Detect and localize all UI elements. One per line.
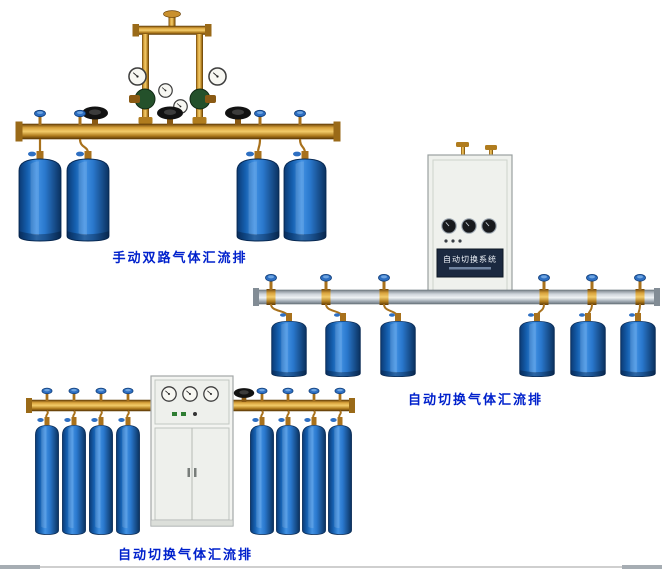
- pressure-regulator-right: [189, 67, 227, 110]
- gas-cylinder: [34, 424, 60, 536]
- port-shutoff-valve: [378, 273, 390, 290]
- port-shutoff-valve: [282, 387, 294, 401]
- port-shutoff-valve: [122, 387, 134, 401]
- manifold-fittings: [266, 289, 645, 305]
- gas-cylinder: [519, 320, 555, 378]
- manifold-pipe: [253, 288, 660, 306]
- gas-cylinder: [327, 424, 353, 536]
- port-shutoff-valve: [41, 387, 53, 401]
- cabinet-gauge: [182, 386, 198, 402]
- port-shutoff-valve: [68, 387, 80, 401]
- port-shutoff-valve: [254, 109, 266, 125]
- port-shutoff-valve: [634, 273, 646, 290]
- cabinet-gauge: [203, 386, 219, 402]
- pressure-gauge: [158, 83, 173, 98]
- port-shutoff-valve: [308, 387, 320, 401]
- port-shutoff-valve: [74, 109, 86, 125]
- product-figure-manual-dual-manifold: [12, 6, 344, 246]
- port-shutoff-valve: [265, 273, 277, 290]
- cabinet-display-panel: 自动切换系统: [436, 248, 504, 278]
- cabinet-top-valves: [456, 142, 497, 156]
- pigtail-hoses: [270, 303, 641, 320]
- gas-cylinder: [115, 424, 141, 536]
- gas-cylinder: [88, 424, 114, 536]
- auto-switch-cabinet-manifold-illustration: [26, 375, 355, 536]
- footer-divider-left-accent: [0, 565, 40, 569]
- cabinet-gauge: [161, 386, 177, 402]
- pressure-regulator-left: [128, 67, 156, 110]
- manifold-pipe: [15, 121, 341, 142]
- door-handle: [187, 468, 190, 477]
- product-caption-3: 自动切换气体汇流排: [117, 548, 253, 563]
- cylinder-valves: [37, 417, 343, 425]
- gas-cylinder: [18, 158, 62, 242]
- gas-cylinder: [66, 158, 110, 242]
- handwheel-valve: [225, 106, 251, 125]
- product-caption-1: 手动双路气体汇流排: [112, 251, 248, 266]
- cylinder-valves: [280, 313, 641, 321]
- gas-cylinder: [275, 424, 301, 536]
- product-figure-auto-switch-manifold: 自动切换系统: [253, 142, 662, 382]
- gas-cylinder: [271, 320, 307, 378]
- port-shutoff-valve: [294, 109, 306, 125]
- port-shutoff-valve: [538, 273, 550, 290]
- footer-divider-right-accent: [622, 565, 662, 569]
- manifold-pipe-left: [26, 398, 152, 413]
- gas-cylinder: [249, 424, 275, 536]
- gas-cylinder: [380, 320, 416, 378]
- cylinder-valves: [28, 151, 309, 160]
- door-handle: [194, 468, 197, 477]
- cabinet-buttons: [172, 412, 197, 416]
- cabinet-gauge: [481, 218, 497, 234]
- port-shutoff-valve: [256, 387, 268, 401]
- handwheel-valve: [82, 106, 108, 125]
- control-cabinet: 自动切换系统: [427, 154, 513, 303]
- port-shutoff-valve: [320, 273, 332, 290]
- gas-cylinder: [620, 320, 656, 378]
- port-shutoff-valve: [586, 273, 598, 290]
- port-shutoff-valve: [34, 109, 46, 125]
- gas-cylinder: [61, 424, 87, 536]
- footer-divider: [0, 566, 662, 568]
- handwheel-valve: [157, 106, 183, 125]
- indicator-lights: [444, 239, 462, 243]
- cabinet-panel-text: 自动切换系统: [443, 254, 497, 264]
- port-shutoff-valve: [334, 387, 346, 401]
- manifold-pipe-right: [232, 398, 355, 413]
- gas-cylinder: [301, 424, 327, 536]
- port-shutoff-valve: [95, 387, 107, 401]
- control-cabinet: [150, 375, 234, 527]
- cabinet-plinth: [150, 519, 234, 527]
- cabinet-gauge: [461, 218, 477, 234]
- gas-cylinder: [570, 320, 606, 378]
- cabinet-doors: [154, 427, 230, 521]
- product-caption-2: 自动切换气体汇流排: [407, 393, 543, 408]
- gas-cylinder: [325, 320, 361, 378]
- manual-dual-manifold-illustration: [15, 10, 341, 242]
- cabinet-gauge: [441, 218, 457, 234]
- auto-switch-manifold-illustration: 自动切换系统: [253, 142, 660, 378]
- product-figure-auto-switch-cabinet-manifold: [22, 372, 358, 540]
